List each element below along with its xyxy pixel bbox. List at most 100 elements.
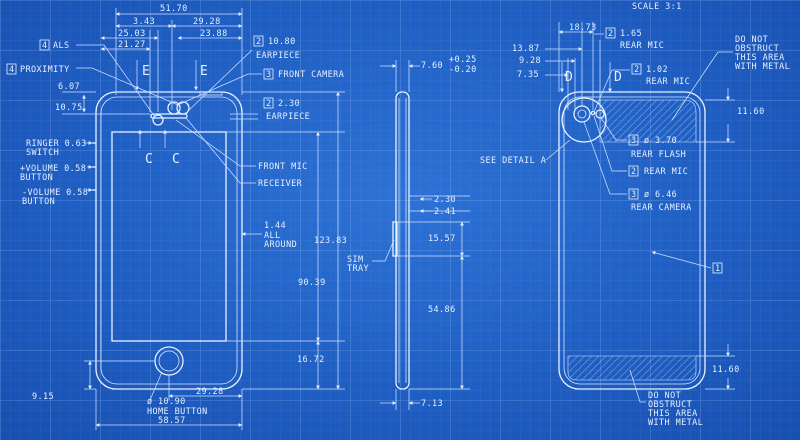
top-button xyxy=(199,91,223,96)
leader-receiver xyxy=(185,117,256,184)
leader-rear-mic-3 xyxy=(593,115,627,172)
proximity-sensor xyxy=(176,101,190,115)
earpiece-slot xyxy=(150,113,188,119)
callout-receiver: RECEIVER xyxy=(258,179,303,189)
back-body-outline xyxy=(558,91,706,390)
leader-sim-tray xyxy=(372,239,395,262)
dim-1873: 18.73 xyxy=(569,23,597,33)
dim-1075: 10.75 xyxy=(55,103,83,113)
dim-2928-top: 29.28 xyxy=(193,17,221,27)
leader-obstruct-bottom xyxy=(629,369,646,403)
obstruct-top-2: OBSTRUCT xyxy=(735,44,779,54)
scale-label: SCALE 3:1 xyxy=(632,2,682,12)
dim-230: 2.30 xyxy=(434,195,456,205)
leader-als xyxy=(76,44,156,118)
dim-607: 6.07 xyxy=(58,82,80,92)
leader-front-camera xyxy=(179,73,262,105)
dim-928: 9.28 xyxy=(519,56,541,66)
front-view: 51.70 3.43 29.28 25.03 23.88 21.27 E E C… xyxy=(6,4,347,430)
leader-see-detail xyxy=(545,139,571,161)
callout-box-102 xyxy=(631,63,642,75)
front-camera xyxy=(167,101,181,115)
leader-home xyxy=(149,371,163,401)
dim-1160-bottom: 11.60 xyxy=(712,365,740,375)
callout-volup-1: +VOLUME 0.58 xyxy=(20,164,86,174)
section-d-left: D xyxy=(565,70,573,85)
callout-ringer-2: SWITCH xyxy=(26,148,59,158)
dim-2503: 25.03 xyxy=(118,29,146,39)
callout-earpiece1-label: EARPIECE xyxy=(256,51,300,61)
dim-760-tol-minus: -0.20 xyxy=(449,65,477,75)
callout-rear-mic3-num: 2 xyxy=(631,167,637,177)
obstruct-bottom-3: THIS AREA xyxy=(648,409,698,419)
hatch-bottom-area xyxy=(567,355,697,381)
callout-earpiece1-val: 10.80 xyxy=(268,37,296,47)
callout-box-rear-mic-3 xyxy=(628,165,639,177)
leader-flash xyxy=(600,117,627,141)
back-inner-outline xyxy=(563,96,701,385)
callout-flash-val: ø 3.70 xyxy=(644,136,677,146)
sim-tray xyxy=(392,221,398,257)
leader-obstruct-top xyxy=(671,51,733,121)
obstruct-bottom-2: OBSTRUCT xyxy=(648,400,692,410)
obstruct-bottom-1: DO NOT xyxy=(648,391,681,401)
dim-241: 2.41 xyxy=(434,207,456,217)
callout-earpiece2-num: 2 xyxy=(266,99,272,109)
side-view: 7.60 +0.25 -0.20 2.30 2.41 15.57 54.86 S… xyxy=(347,55,477,410)
obstruct-top-1: DO NOT xyxy=(735,35,768,45)
back-view: SCALE 3:1 18.73 2 1.65 REAR MIC 13.87 9.… xyxy=(480,2,790,428)
dim-713: 7.13 xyxy=(421,399,443,409)
dim-5486: 54.86 xyxy=(428,305,456,315)
rear-camera-lens xyxy=(577,109,587,119)
detail-a-circle xyxy=(561,97,607,143)
dim-915: 9.15 xyxy=(32,392,54,402)
dim-1387: 13.87 xyxy=(512,44,540,54)
callout-box-flash xyxy=(628,134,639,146)
callout-box-165 xyxy=(605,27,616,39)
rear-mic-hole xyxy=(590,110,596,116)
callout-proximity: PROXIMITY xyxy=(20,65,70,75)
callout-box-earpiece-1 xyxy=(253,35,264,47)
callout-flash-label: REAR FLASH xyxy=(631,150,686,160)
callout-voldn-2: BUTTON xyxy=(22,197,55,207)
callout-front-cam-num: 3 xyxy=(266,70,272,80)
dim-760: 7.60 xyxy=(421,61,443,71)
callout-als-num: 4 xyxy=(42,41,48,51)
section-e-left: E xyxy=(142,64,150,79)
dim-1672: 16.72 xyxy=(297,355,325,365)
leader-rear-camera xyxy=(583,121,627,195)
callout-sim-2: TRAY xyxy=(347,264,369,274)
section-c-right: C xyxy=(172,152,180,167)
obstruct-top-4: WITH METAL xyxy=(735,62,790,72)
dim-343: 3.43 xyxy=(133,17,155,27)
callout-sim-1: SIM xyxy=(347,255,364,265)
leader-102 xyxy=(593,69,630,113)
als-sensor xyxy=(152,114,164,126)
callout-rear-cam-label: REAR CAMERA xyxy=(631,203,692,213)
callout-prox-num: 4 xyxy=(9,65,15,75)
dim-760-tol-plus: +0.25 xyxy=(449,55,477,65)
callout-ringer-1: RINGER 0.63 xyxy=(26,139,87,149)
dim-overall-width-bottom: 58.57 xyxy=(158,416,186,426)
callout-box-rear-camera xyxy=(628,188,639,200)
callout-front-camera: FRONT CAMERA xyxy=(278,70,344,80)
leader-earpiece-1 xyxy=(186,49,253,113)
callout-rear-mic-2: REAR MIC xyxy=(646,77,690,87)
side-body-outline xyxy=(395,91,410,390)
dim-2127: 21.27 xyxy=(118,40,146,50)
callout-home-val: ø 10.90 xyxy=(147,397,186,407)
section-c-left: C xyxy=(145,152,153,167)
callout-ref-1: 1 xyxy=(715,264,721,274)
dim-735: 7.35 xyxy=(517,70,539,80)
callout-home-label: HOME BUTTON xyxy=(147,407,208,417)
callout-box-front-camera xyxy=(263,68,274,80)
callout-voldn-1: -VOLUME 0.58 xyxy=(22,188,88,198)
callout-box-proximity xyxy=(6,63,17,75)
section-e-right: E xyxy=(200,64,208,79)
callout-rear-cam-num: 3 xyxy=(631,190,637,200)
dim-overall-width-top: 51.70 xyxy=(160,4,188,14)
callout-all-around-2: AROUND xyxy=(264,240,297,250)
dim-12383: 123.83 xyxy=(314,236,347,246)
leader-proximity xyxy=(76,67,179,106)
